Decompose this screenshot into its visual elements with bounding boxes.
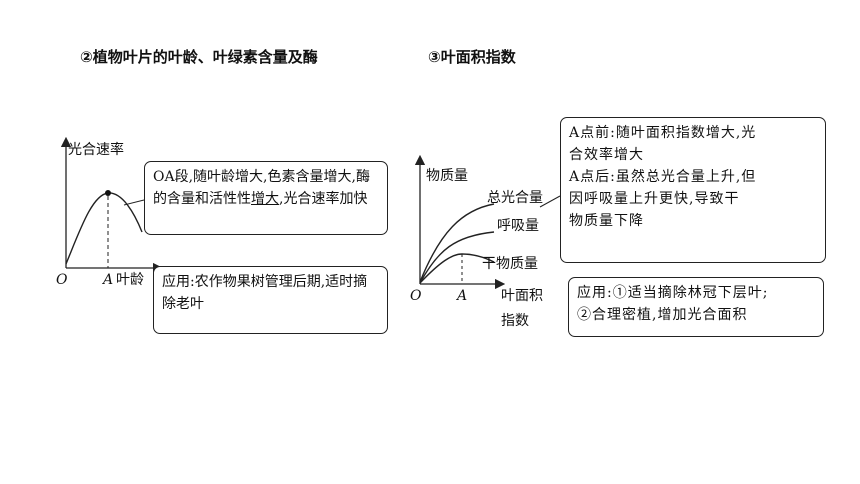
respiration-label: 呼吸量 bbox=[497, 218, 539, 234]
left-a-tick: A bbox=[101, 272, 113, 288]
left-note-box: OA段,随叶龄增大,色素含量增大,酶的含量和活性性增大,光合速率加快 bbox=[144, 161, 388, 235]
right-application-box: 应用:①适当摘除林冠下层叶; ②合理密植,增加光合面积 bbox=[568, 277, 824, 337]
right-a-tick: A bbox=[455, 288, 467, 304]
right-heading: ③叶面积指数 bbox=[428, 48, 516, 66]
right-x-label-line1: 叶面积 bbox=[501, 288, 543, 304]
right-note-box: A点前:随叶面积指数增大,光 合效率增大 A点后:虽然总光合量上升,但 因呼吸量… bbox=[560, 117, 826, 263]
left-x-label: 叶龄 bbox=[116, 272, 144, 288]
right-chart: 物质量 O A 叶面积 指数 总光合量 呼吸量 干物质量 bbox=[410, 154, 561, 329]
total-photosynthesis-curve bbox=[419, 203, 495, 283]
total-photosynthesis-label: 总光合量 bbox=[487, 190, 543, 206]
left-application-text: 应用:农作物果树管理后期,适时摘除老叶 bbox=[162, 274, 368, 312]
left-origin-label: O bbox=[56, 272, 68, 288]
right-callout-line bbox=[539, 195, 561, 208]
left-note-post: ,光合速率加快 bbox=[279, 191, 368, 207]
right-app-line1: 应用:①适当摘除林冠下层叶; bbox=[577, 285, 769, 301]
right-app-line2: ②合理密植,增加光合面积 bbox=[577, 307, 748, 323]
left-note-underlined: 增大 bbox=[251, 191, 279, 207]
left-application-box: 应用:农作物果树管理后期,适时摘除老叶 bbox=[153, 266, 388, 334]
left-y-label: 光合速率 bbox=[68, 141, 124, 158]
peak-point bbox=[105, 190, 111, 196]
right-note-line2: 合效率增大 bbox=[569, 147, 644, 163]
right-x-label-line2: 指数 bbox=[501, 313, 529, 329]
left-callout-line bbox=[123, 199, 145, 206]
right-note-line5: 物质量下降 bbox=[569, 213, 644, 229]
right-note-line3: A点后:虽然总光合量上升,但 bbox=[569, 169, 757, 185]
respiration-curve bbox=[419, 231, 495, 284]
right-origin-label: O bbox=[410, 288, 422, 304]
right-note-line4: 因呼吸量上升更快,导致干 bbox=[569, 191, 740, 207]
left-heading: ②植物叶片的叶龄、叶绿素含量及酶 bbox=[80, 48, 318, 66]
dry-matter-label: 干物质量 bbox=[482, 256, 538, 272]
right-note-line1: A点前:随叶面积指数增大,光 bbox=[569, 125, 757, 141]
right-y-label: 物质量 bbox=[426, 168, 468, 184]
left-note-pre: OA段,随叶龄增大,色素含量增大,酶的含量和活性性 bbox=[153, 169, 370, 207]
left-chart: 光合速率 O A 叶龄 bbox=[56, 136, 164, 288]
